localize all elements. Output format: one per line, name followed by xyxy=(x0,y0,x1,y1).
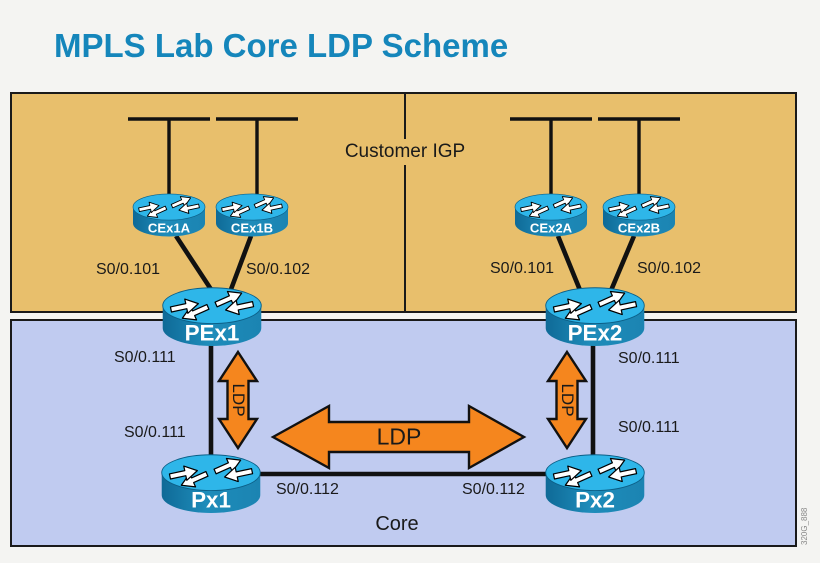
ldp-label-left: LDP xyxy=(229,383,248,417)
cisco-router-icon: CEx2B xyxy=(598,189,680,243)
router-cex1a: CEx1A xyxy=(128,189,210,243)
core-label: Core xyxy=(375,513,419,535)
router-pex2: PEx2 xyxy=(539,281,651,355)
router-px1: Px1 xyxy=(155,448,267,522)
router-cex2b: CEx2B xyxy=(598,189,680,243)
router-cex1b: CEx1B xyxy=(211,189,293,243)
ldp-label-right: LDP xyxy=(558,383,577,417)
if-label-px1-up: S0/0.111 xyxy=(124,424,186,441)
cisco-router-icon: CEx1A xyxy=(128,189,210,243)
svg-text:CEx2B: CEx2B xyxy=(618,220,660,235)
cisco-router-icon: PEx2 xyxy=(539,281,651,355)
svg-text:PEx1: PEx1 xyxy=(185,320,240,345)
if-label-pex1-cex1b: S0/0.102 xyxy=(246,261,311,278)
router-pex1: PEx1 xyxy=(156,281,268,355)
router-px2: Px2 xyxy=(539,448,651,522)
svg-text:CEx2A: CEx2A xyxy=(530,220,573,235)
svg-text:Px2: Px2 xyxy=(575,487,615,512)
if-label-pex2-cex2b: S0/0.102 xyxy=(637,260,702,277)
if-label-px2-up: S0/0.111 xyxy=(618,419,680,436)
figure-id: 320G_888 xyxy=(800,507,809,545)
if-label-pex1-down: S0/0.111 xyxy=(114,349,176,366)
cisco-router-icon: Px1 xyxy=(155,448,267,522)
svg-text:Px1: Px1 xyxy=(191,487,231,512)
if-label-px2-left: S0/0.112 xyxy=(462,481,525,498)
cisco-router-icon: PEx1 xyxy=(156,281,268,355)
cisco-router-icon: Px2 xyxy=(539,448,651,522)
page-title: MPLS Lab Core LDP Scheme xyxy=(54,27,509,64)
ldp-label-horizontal: LDP xyxy=(376,423,422,450)
cisco-router-icon: CEx1B xyxy=(211,189,293,243)
svg-text:CEx1A: CEx1A xyxy=(148,220,191,235)
if-label-px1-right: S0/0.112 xyxy=(276,481,339,498)
router-cex2a: CEx2A xyxy=(510,189,592,243)
customer-igp-label: Customer IGP xyxy=(336,139,474,165)
svg-text:PEx2: PEx2 xyxy=(568,320,623,345)
svg-text:CEx1B: CEx1B xyxy=(231,220,273,235)
cisco-router-icon: CEx2A xyxy=(510,189,592,243)
if-label-pex1-cex1a: S0/0.101 xyxy=(96,261,161,278)
customer-region-divider xyxy=(404,94,406,311)
if-label-pex2-down: S0/0.111 xyxy=(618,350,680,367)
if-label-pex2-cex2a: S0/0.101 xyxy=(490,260,555,277)
